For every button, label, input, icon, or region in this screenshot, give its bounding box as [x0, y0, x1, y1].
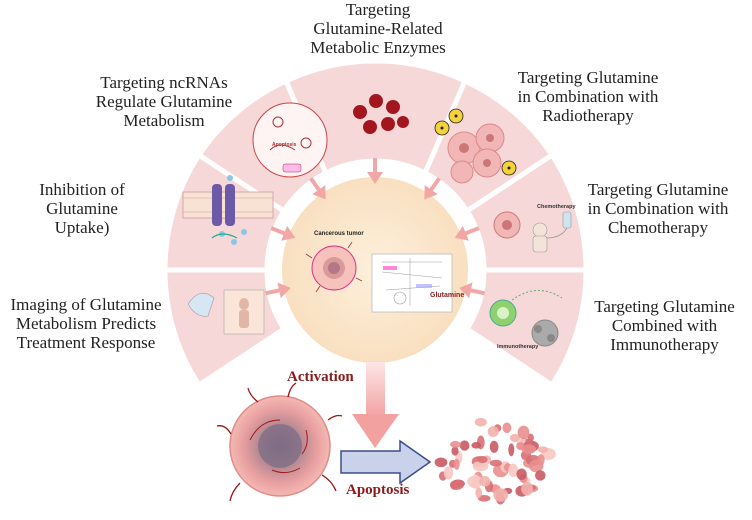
apoptotic-fragment: [509, 433, 521, 443]
apoptotic-fragment: [516, 442, 525, 451]
apoptotic-fragment: [451, 446, 459, 456]
tumor-large-icon: [216, 382, 343, 502]
label-imaging: Imaging of Glutamine Metabolism Predicts…: [10, 295, 162, 352]
pathway-label: Glutamine: [430, 292, 464, 299]
label-ncrna: Targeting ncRNAs Regulate Glutamine Meta…: [95, 73, 233, 130]
immunotherapy-panel-label: Immunotherapy: [497, 344, 539, 350]
transition-arrow: [340, 439, 432, 485]
apoptotic-fragment: [477, 495, 491, 502]
apoptotic-fragment: [508, 463, 519, 477]
arrow-imaging: [459, 282, 485, 299]
chemotherapy-panel-label: Chemotherapy: [537, 204, 576, 210]
apoptotic-fragment: [487, 426, 499, 437]
immunotherapy-icon: Immunotherapy: [489, 290, 563, 350]
apoptotic-fragment: [477, 456, 488, 464]
apoptosis-panel-label: Apoptosis: [272, 142, 297, 148]
radiotherapy-icon: [434, 108, 517, 184]
apoptotic-fragment: [517, 425, 530, 439]
apoptotic-fragment: [489, 459, 502, 467]
apoptotic-fragment: [537, 454, 545, 466]
apoptotic-cells-icon: [434, 417, 556, 505]
inward-arrows: [265, 158, 485, 299]
apoptotic-fragment: [525, 438, 532, 447]
enzyme-molecules-icon: [353, 94, 409, 134]
tumor-label: Cancerous tumor: [314, 231, 364, 237]
apoptotic-fragment: [471, 442, 482, 449]
label-enzymes: Targeting Glutamine-Related Metabolic En…: [310, 0, 446, 57]
arrow-radio: [309, 177, 326, 200]
apoptotic-fragment: [474, 417, 487, 427]
apoptotic-fragment: [502, 422, 512, 434]
arrow-chemo: [270, 225, 296, 241]
apoptotic-fragment: [450, 481, 458, 490]
apoptotic-fragment: [493, 488, 509, 502]
apoptotic-fragment: [434, 457, 448, 468]
label-chemo: Targeting Glutamine in Combination with …: [587, 180, 729, 237]
apoptotic-fragment: [459, 440, 470, 451]
activation-arrow: [352, 362, 399, 448]
radiation-icon: [434, 108, 517, 176]
label-immuno: Targeting Glutamine Combined with Immuno…: [594, 297, 735, 354]
sector-immuno: [463, 267, 589, 389]
apoptotic-fragment: [537, 446, 549, 453]
chemotherapy-icon: Chemotherapy: [493, 204, 576, 253]
apoptotic-fragment: [508, 443, 515, 457]
ncrna-cell-icon: Apoptosis: [252, 102, 328, 178]
center-tumor-icon: [305, 241, 363, 293]
apoptotic-fragment: [443, 466, 454, 480]
apoptotic-fragment: [516, 468, 527, 480]
label-radio: Targeting Glutamine in Combination with …: [517, 68, 659, 125]
apoptotic-fragment: [450, 441, 461, 448]
apoptotic-fragment: [453, 458, 460, 470]
apoptotic-fragment: [489, 440, 499, 453]
label-uptake: Inhibition of Glutamine Uptake): [39, 180, 125, 237]
arrow-uptake: [454, 225, 480, 241]
pathway-diagram: [371, 253, 453, 313]
apoptosis-label: Apoptosis: [346, 482, 410, 498]
imaging-icon: [187, 289, 265, 335]
apoptotic-fragment: [475, 487, 483, 499]
apoptotic-fragment: [521, 444, 537, 454]
arrow-immuno: [265, 282, 291, 299]
apoptotic-fragment: [535, 470, 546, 481]
arrow-ncrna: [424, 177, 441, 200]
apoptotic-fragment: [479, 476, 491, 487]
activation-label: Activation: [287, 369, 354, 385]
apoptotic-fragment: [521, 481, 533, 496]
transporter-icon: [182, 175, 274, 245]
arrow-enzymes: [367, 158, 383, 184]
apoptotic-fragment: [467, 475, 483, 489]
